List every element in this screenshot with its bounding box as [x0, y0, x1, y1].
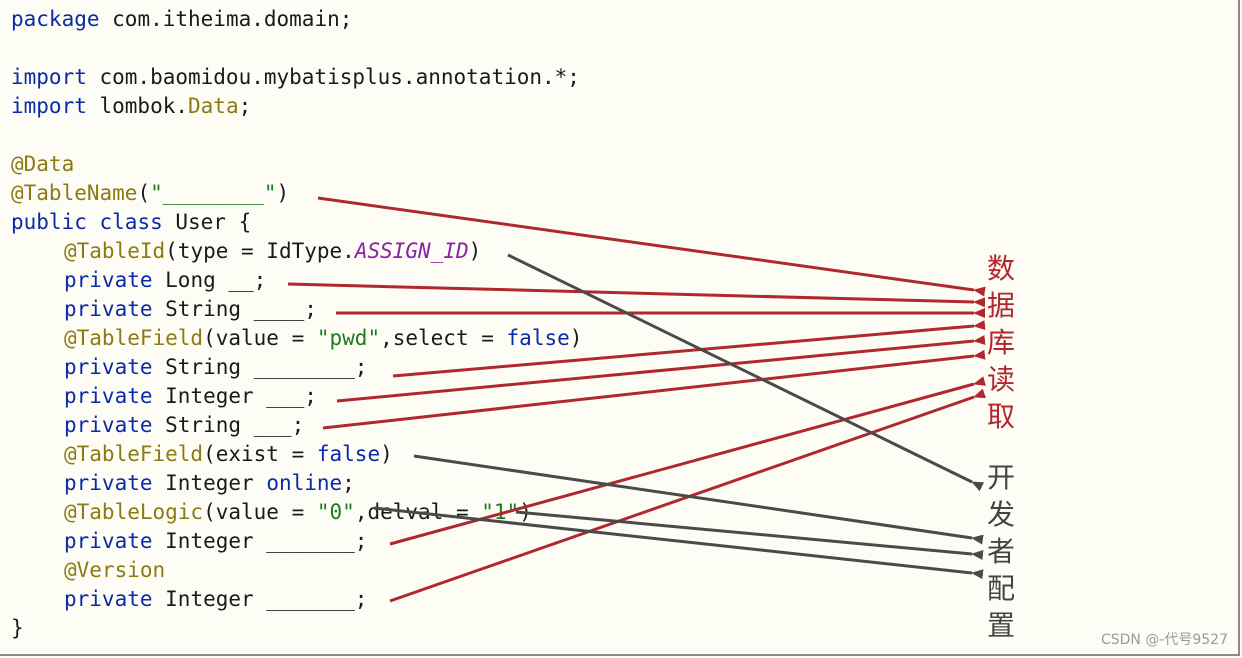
code-line-import-annotation: import com.baomidou.mybatisplus.annotati…	[11, 63, 582, 92]
code-text: Integer _______;	[152, 587, 368, 611]
label-char: 置	[986, 609, 1015, 642]
watermark: CSDN @-代号9527	[1100, 632, 1228, 648]
code-text: Long __;	[152, 268, 267, 292]
keyword: private	[64, 268, 153, 292]
keyword: private	[64, 384, 153, 408]
keyword: private	[64, 587, 153, 611]
string-literal: "pwd"	[316, 326, 381, 350]
keyword: package	[11, 7, 100, 31]
code-text: ,select =	[380, 326, 507, 350]
code-text: Integer _______;	[152, 529, 368, 553]
code-line-ann-version: @Version	[11, 556, 582, 585]
code-text: (	[137, 181, 151, 205]
label-database-read: 数 据 库 读 取	[981, 250, 1021, 435]
label-char: 库	[986, 326, 1015, 359]
code-text: (exist =	[203, 442, 317, 466]
class-name: Data	[188, 94, 239, 118]
code-line-ann-tableid: @TableId(type = IdType.ASSIGN_ID)	[11, 237, 582, 266]
code-line-import-lombok: import lombok.Data;	[11, 92, 582, 121]
keyword: private	[64, 355, 153, 379]
label-char: 据	[986, 289, 1015, 322]
label-char: 开	[986, 461, 1015, 494]
code-text: String ________;	[152, 355, 368, 379]
code-text: (value =	[203, 500, 317, 524]
code-line-ann-tablename: @TableName("________")	[11, 179, 582, 208]
enum-constant: ASSIGN_ID	[354, 239, 469, 263]
annotation: @TableId	[64, 239, 166, 263]
code-text: (value =	[203, 326, 317, 350]
code-text: Integer ___;	[152, 384, 317, 408]
code-line-blank	[11, 34, 582, 63]
code-line-field-string2: private String ________;	[11, 353, 582, 382]
code-line-ann-tablelogic: @TableLogic(value = "0",delval = "1")	[11, 498, 582, 527]
code-line-package: package com.itheima.domain;	[11, 5, 582, 34]
keyword: false	[316, 442, 381, 466]
code-text: String ___;	[152, 413, 305, 437]
code-line-end-brace: }	[11, 614, 582, 643]
keyword: false	[506, 326, 570, 350]
string-literal: "1"	[481, 500, 520, 524]
keyword: private	[64, 297, 153, 321]
code-line-field-online: private Integer online;	[11, 469, 582, 498]
label-char: 读	[986, 363, 1015, 396]
string-literal: "________"	[150, 181, 277, 205]
field-name: online	[266, 471, 343, 495]
code-line-blank	[11, 121, 582, 150]
label-char: 取	[986, 400, 1015, 433]
keyword: import	[11, 65, 87, 89]
code-line-class-decl: public class User {	[11, 208, 582, 237]
code-line-field-string1: private String ____;	[11, 295, 582, 324]
code-line-field-string3: private String ___;	[11, 411, 582, 440]
code-block: package com.itheima.domain; import com.b…	[11, 5, 582, 643]
code-text: )	[276, 181, 290, 205]
label-char: 者	[986, 535, 1015, 568]
code-line-ann-tablefield-exist: @TableField(exist = false)	[11, 440, 582, 469]
code-text: )	[380, 442, 393, 466]
code-text: Integer	[152, 471, 267, 495]
annotation: @TableLogic	[64, 500, 204, 524]
annotation: @Version	[64, 558, 166, 582]
code-line-field-integer2: private Integer _______;	[11, 527, 582, 556]
code-text: ,delval =	[354, 500, 482, 524]
label-char: 数	[986, 252, 1015, 285]
annotation: @Data	[11, 152, 75, 176]
keyword: class	[99, 210, 163, 234]
keyword: public	[11, 210, 87, 234]
keyword: private	[64, 471, 153, 495]
code-text: User {	[162, 210, 252, 234]
code-text: lombok.	[86, 94, 189, 118]
code-text: ;	[342, 471, 355, 495]
code-line-field-integer3: private Integer _______;	[11, 585, 582, 614]
annotation: @TableName	[11, 181, 138, 205]
code-text: )	[569, 326, 583, 350]
code-line-field-integer1: private Integer ___;	[11, 382, 582, 411]
code-text: String ____;	[152, 297, 317, 321]
code-text: ;	[238, 94, 252, 118]
code-text: com.itheima.domain;	[99, 7, 353, 31]
label-char: 配	[986, 572, 1015, 605]
code-text: com.baomidou.mybatisplus.annotation.*;	[86, 65, 580, 89]
label-char: 发	[986, 498, 1015, 531]
keyword: import	[11, 94, 87, 118]
label-developer-config: 开 发 者 配 置	[981, 459, 1021, 644]
keyword: private	[64, 529, 153, 553]
code-text: )	[519, 500, 532, 524]
annotation: @TableField	[64, 326, 204, 350]
code-text: }	[11, 616, 24, 640]
string-literal: "0"	[316, 500, 355, 524]
code-text: (type = IdType.	[165, 239, 355, 263]
keyword: private	[64, 413, 153, 437]
code-text: )	[468, 239, 482, 263]
annotation: @TableField	[64, 442, 204, 466]
code-line-ann-tablefield-pwd: @TableField(value = "pwd",select = false…	[11, 324, 582, 353]
code-line-field-long: private Long __;	[11, 266, 582, 295]
code-line-ann-data: @Data	[11, 150, 582, 179]
